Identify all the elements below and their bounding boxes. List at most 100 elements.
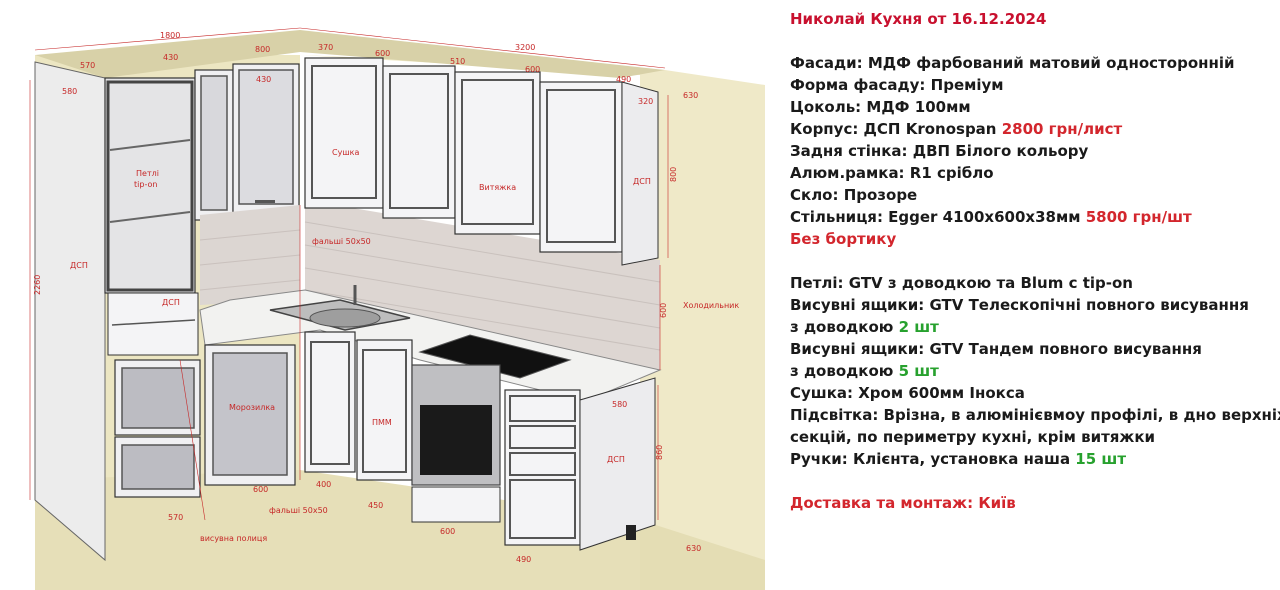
label-dsp-upper-right: ДСП (633, 177, 651, 186)
spec-line-text: Ручки: Клієнта, установка наша (790, 450, 1076, 468)
oven-drawer (411, 486, 501, 523)
dimension-lines (29, 27, 669, 521)
upper-right-3-panel (461, 79, 534, 225)
spec-line: Сушка: Хром 600мм Інокса (790, 382, 1270, 404)
spec-line-text: Сушка: Хром 600мм Інокса (790, 384, 1025, 402)
dim-490-top: 490 (616, 75, 631, 84)
oven-window (420, 405, 492, 475)
spec-line-text: Петлі: GTV з доводкою та Blum c tip-on (790, 274, 1133, 292)
dim-800-side: 800 (669, 167, 678, 182)
spec-lines: Фасади: МДФ фарбований матовий односторо… (790, 52, 1280, 514)
spec-line: Форма фасаду: Преміум (790, 74, 1270, 96)
dim-1800: 1800 (160, 31, 180, 40)
spec-line-text: Цоколь: МДФ 100мм (790, 98, 971, 116)
label-hinges-2: tip-on (134, 180, 157, 189)
dim-600-floor: 600 (253, 485, 268, 494)
dim-3200: 3200 (515, 43, 535, 52)
spec-line: Без бортику (790, 228, 1270, 250)
label-freezer: Морозилка (229, 403, 275, 412)
lower-mid-1-panel (310, 341, 350, 465)
backsplash-left (200, 205, 300, 305)
spec-line: з доводкою 2 шт (790, 316, 1270, 338)
dim-430-box: 430 (256, 75, 271, 84)
spec-line-accent: 2 шт (898, 318, 939, 336)
spec-line-text: Задня стінка: ДВП Білого кольору (790, 142, 1089, 160)
spec-line: Цоколь: МДФ 100мм (790, 96, 1270, 118)
spec-line-text: Висувні ящики: GTV Тандем повного висува… (790, 340, 1202, 358)
spec-line-accent: Без бортику (790, 230, 897, 248)
lrd-4 (509, 479, 576, 539)
dim-2260: 2260 (33, 275, 42, 295)
tile-rows (199, 221, 661, 351)
lower-left-drawer-1-panel (121, 367, 195, 429)
spec-line: Доставка та монтаж: Київ (790, 492, 1270, 514)
kitchen-render: 1800 3200 570 430 800 370 600 510 600 49… (29, 27, 765, 590)
lower-mid-1 (304, 331, 356, 473)
spec-line-text: Підсвітка: Врізна, в алюмінієвмоу профіл… (790, 406, 1280, 424)
dim-600-side: 600 (659, 303, 668, 318)
dishwasher-door (356, 339, 413, 481)
glass-shelf-1 (109, 139, 191, 151)
dim-320: 320 (638, 97, 653, 106)
dim-600-top2: 600 (525, 65, 540, 74)
freezer-panel (212, 352, 288, 476)
upper-left-1-panel (200, 75, 228, 211)
lower-left-drawer-2-panel (121, 444, 195, 490)
spec-line: Стільниця: Egger 4100x600x38мм 5800 грн/… (790, 206, 1270, 228)
dim-580-left: 580 (62, 87, 77, 96)
dishwasher-panel (362, 349, 407, 473)
dim-490-floor: 490 (516, 555, 531, 564)
spec-line-text: Корпус: ДСП Kronospan (790, 120, 1002, 138)
dim-630-floor: 630 (686, 544, 701, 553)
spec-line: Скло: Прозоре (790, 184, 1270, 206)
upper-right-1-panel (311, 65, 377, 199)
spec-line-accent: 2800 грн/лист (1001, 120, 1123, 138)
dim-580-mid: 580 (612, 400, 627, 409)
niche-shelf (111, 319, 196, 326)
spec-line-text: Форма фасаду: Преміум (790, 76, 1004, 94)
label-hood: Витяжка (479, 183, 516, 192)
upper-right-2-panel (389, 73, 449, 209)
backsplash-right (305, 200, 660, 370)
dim-800-top: 800 (255, 45, 270, 54)
label-dsp-lower-right: ДСП (607, 455, 625, 464)
upper-right-4 (539, 81, 623, 253)
upper-right-side (621, 81, 659, 266)
sink-bowl (309, 308, 381, 328)
dim-630-top: 630 (683, 91, 698, 100)
lrd-1 (509, 395, 576, 422)
leg (626, 525, 636, 540)
label-dsp-left: ДСП (70, 261, 88, 270)
spec-line: Фасади: МДФ фарбований матовий односторо… (790, 52, 1270, 74)
spec-line: Підсвітка: Врізна, в алюмінієвмоу профіл… (790, 404, 1280, 426)
label-dryer: Сушка (332, 148, 359, 157)
right-floor (640, 520, 765, 590)
spec-line: Задня стінка: ДВП Білого кольору (790, 140, 1270, 162)
spec-line-text: Алюм.рамка: R1 срібло (790, 164, 994, 182)
dim-370-top: 370 (318, 43, 333, 52)
spec-line: Ручки: Клієнта, установка наша 15 шт (790, 448, 1270, 470)
spec-line-text: з доводкою (790, 318, 899, 336)
spec-line-text: Стільниця: Egger 4100x600x38мм (790, 208, 1086, 226)
label-hinges: Петлі (136, 169, 159, 178)
dim-570-floor: 570 (168, 513, 183, 522)
spec-panel: Николай Кухня от 16.12.2024 Фасади: МДФ … (790, 8, 1280, 514)
label-dsp-niche: ДСП (162, 298, 180, 307)
dim-450-floor: 450 (368, 501, 383, 510)
dim-860: 860 (655, 445, 664, 460)
label-false-floor: фальші 50х50 (269, 506, 328, 515)
spec-line-text: Скло: Прозоре (790, 186, 918, 204)
spec-line: Висувні ящики: GTV Тандем повного висува… (790, 338, 1270, 360)
label-shelf: висувна полиця (200, 534, 267, 543)
glass-door (106, 80, 194, 292)
spec-line-accent: 5800 грн/шт (1085, 208, 1192, 226)
dim-400-floor: 400 (316, 480, 331, 489)
spec-gap (790, 250, 1270, 272)
spec-line-accent: 15 шт (1075, 450, 1127, 468)
tall-cabinet-side (34, 61, 106, 562)
spec-line-accent: 5 шт (898, 362, 939, 380)
spec-line: Корпус: ДСП Kronospan 2800 грн/лист (790, 118, 1270, 140)
dim-430-top: 430 (163, 53, 178, 62)
upper-right-4-panel (546, 89, 616, 243)
spec-line: секцій, по периметру кухні, крім витяжки (790, 426, 1270, 448)
